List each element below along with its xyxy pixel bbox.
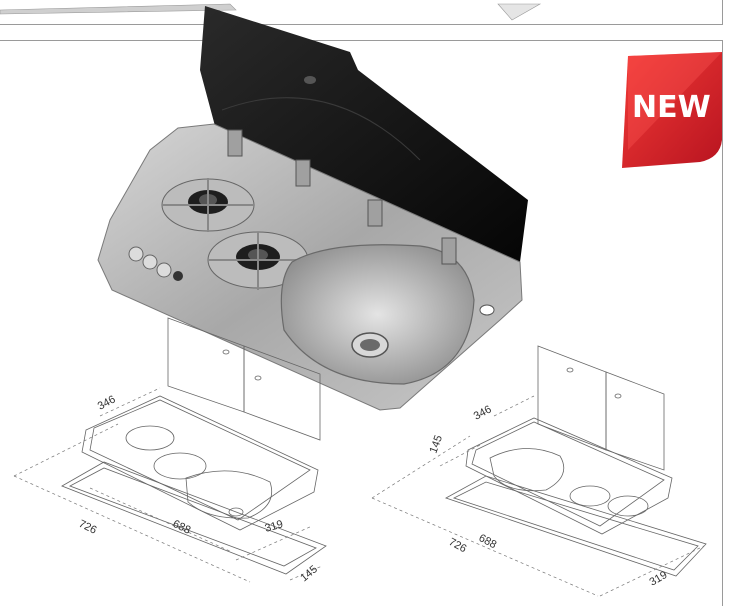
burner-2 bbox=[207, 231, 309, 290]
sink-basin bbox=[280, 244, 495, 385]
right-dim-height: 145 bbox=[428, 434, 446, 455]
glass-lid bbox=[200, 6, 528, 262]
right-dim-width: 726 bbox=[447, 536, 469, 555]
left-technical-drawing: 346 726 688 319 145 bbox=[13, 317, 327, 584]
previous-product-fragment bbox=[0, 3, 542, 21]
right-dim-inner-width: 688 bbox=[477, 532, 499, 551]
burner-1 bbox=[161, 178, 255, 232]
left-dim-width: 726 bbox=[77, 518, 99, 537]
left-dim-sink-width: 319 bbox=[264, 518, 285, 535]
previous-section-frame bbox=[0, 0, 723, 25]
product-section-frame bbox=[0, 40, 723, 606]
left-dim-inner-width: 688 bbox=[171, 518, 193, 537]
control-knobs bbox=[128, 246, 183, 281]
new-badge-label: NEW bbox=[632, 90, 711, 125]
lid-hinges bbox=[227, 129, 457, 265]
left-dim-depth: 346 bbox=[96, 393, 118, 412]
right-dim-depth: 346 bbox=[472, 403, 494, 422]
new-badge: NEW bbox=[622, 52, 722, 168]
hob-sink-photo bbox=[97, 6, 528, 411]
left-dim-height: 145 bbox=[298, 563, 320, 584]
